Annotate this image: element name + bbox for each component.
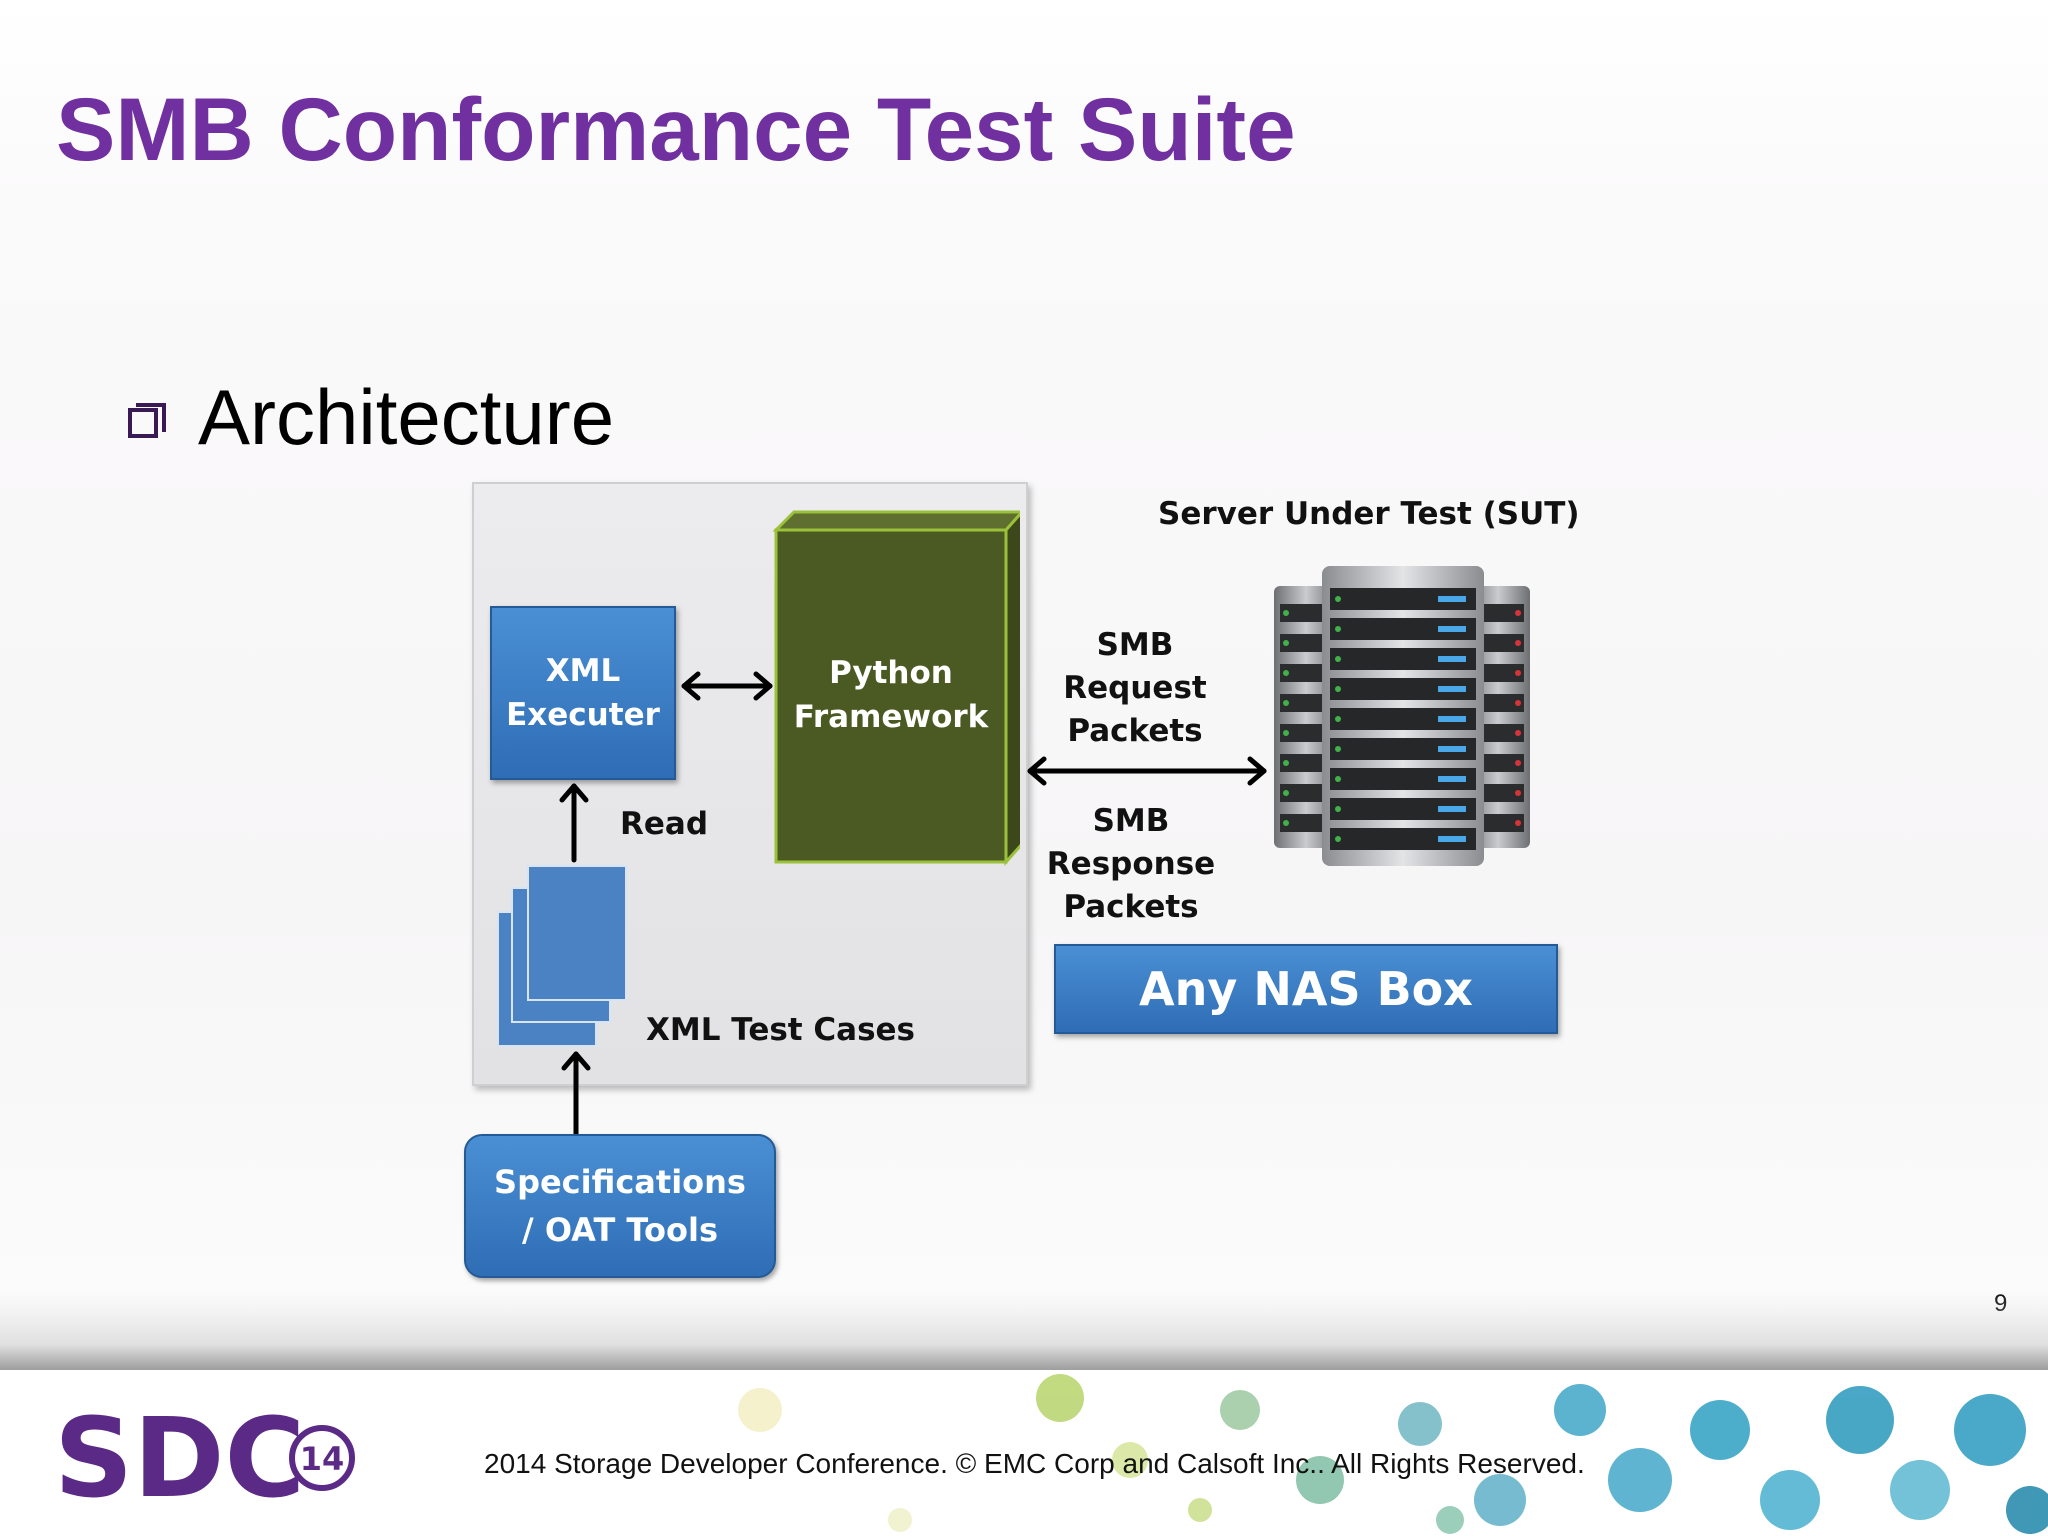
xml-executer-line1: XML xyxy=(545,653,621,689)
spec-line2: / OAT Tools xyxy=(522,1211,718,1249)
slide-title: SMB Conformance Test Suite xyxy=(56,79,1296,179)
checkbox-bullet-icon xyxy=(128,403,166,438)
request-line1: SMB xyxy=(1096,627,1174,663)
spec-line1: Specifications xyxy=(494,1163,746,1201)
sdc14-logo: SDC 14 xyxy=(54,1406,355,1506)
logo-year: 14 xyxy=(300,1440,345,1478)
footer-shadow xyxy=(0,1290,2048,1380)
sut-label: Server Under Test (SUT) xyxy=(1158,496,1580,532)
server-rack-icon xyxy=(1274,566,1530,866)
xml-test-cases-icon xyxy=(497,865,627,1047)
nas-box-text: Any NAS Box xyxy=(1139,962,1473,1016)
python-line2: Framework xyxy=(793,699,989,735)
response-line2: Response xyxy=(1046,846,1216,882)
response-line1: SMB xyxy=(1092,803,1170,839)
nas-box-label: Any NAS Box xyxy=(1054,944,1558,1034)
xml-test-cases-label: XML Test Cases xyxy=(646,1012,916,1048)
specifications-box: Specifications / OAT Tools xyxy=(464,1134,776,1278)
xml-executer-line2: Executer xyxy=(506,697,660,733)
python-framework-3d-box xyxy=(772,510,1020,866)
request-line3: Packets xyxy=(1067,713,1203,749)
smb-response-label: SMB Response Packets xyxy=(1046,800,1216,929)
python-line1: Python xyxy=(829,655,953,691)
python-framework-label: Python Framework xyxy=(776,530,1006,860)
response-line3: Packets xyxy=(1063,889,1199,925)
copyright-footer: 2014 Storage Developer Conference. © EMC… xyxy=(484,1448,1585,1479)
logo-letters: SDC xyxy=(54,1406,305,1506)
xml-executer-box: XML Executer xyxy=(490,606,676,780)
request-line2: Request xyxy=(1063,670,1207,706)
read-label: Read xyxy=(620,806,709,842)
smb-request-label: SMB Request Packets xyxy=(1060,624,1210,753)
bullet-text: Architecture xyxy=(198,373,615,461)
